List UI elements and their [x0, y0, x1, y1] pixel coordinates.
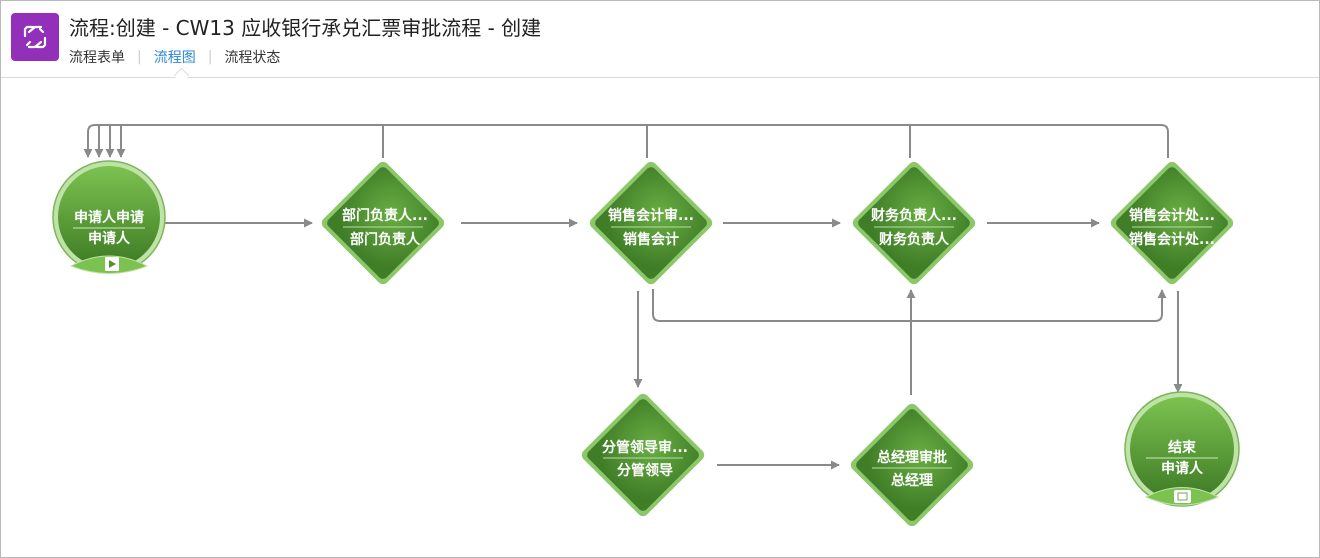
node-dept-head[interactable]: 部门负责人... 部门负责人 — [319, 159, 446, 286]
node-dept-head-title: 部门负责人... — [342, 207, 428, 224]
end-node[interactable]: 结束 申请人 — [1124, 391, 1240, 507]
page-title: 流程:创建 - CW13 应收银行承兑汇票审批流程 - 创建 — [69, 16, 542, 40]
node-finance-head-title: 财务负责人... — [870, 207, 957, 224]
node-branch-leader[interactable]: 分管领导审... 分管领导 — [579, 391, 706, 518]
tab-flow-chart[interactable]: 流程图 — [153, 50, 196, 66]
play-icon — [105, 257, 119, 271]
start-node-role: 申请人 — [88, 230, 131, 247]
tab-separator: | — [137, 49, 142, 65]
node-finance-head[interactable]: 财务负责人... 财务负责人 — [850, 159, 977, 286]
end-node-role: 申请人 — [1161, 460, 1204, 477]
node-sales-acct-process[interactable]: 销售会计处... 销售会计处... — [1108, 159, 1235, 286]
tab-flow-form[interactable]: 流程表单 — [69, 50, 125, 66]
node-sales-acct-process-title: 销售会计处... — [1129, 207, 1215, 224]
node-sales-acct-process-role: 销售会计处... — [1129, 231, 1215, 248]
node-gm-approval-role: 总经理 — [891, 472, 933, 489]
node-gm-approval-title: 总经理审批 — [877, 449, 947, 466]
tab-separator: | — [207, 49, 213, 65]
node-gm-approval[interactable]: 总经理审批 总经理 — [848, 401, 975, 528]
node-branch-leader-role: 分管领导 — [617, 462, 673, 479]
node-branch-leader-title: 分管领导审... — [602, 439, 688, 456]
tab-flow-status[interactable]: 流程状态 — [224, 50, 281, 66]
tab-bar: 流程表单 | 流程图 | 流程状态 — [69, 47, 280, 67]
edge-return-bus — [83, 124, 1169, 158]
node-dept-head-role: 部门负责人 — [350, 231, 421, 248]
start-node[interactable]: 申请人申请 申请人 — [52, 160, 166, 274]
node-sales-acct-review[interactable]: 销售会计审... 销售会计 — [587, 159, 714, 286]
start-node-title: 申请人申请 — [74, 209, 144, 226]
node-sales-acct-review-title: 销售会计审... — [608, 207, 694, 224]
stop-icon — [1174, 490, 1191, 503]
header-bar: 流程:创建 - CW13 应收银行承兑汇票审批流程 - 创建 流程表单 | 流程… — [1, 1, 1319, 84]
end-node-title: 结束 — [1168, 439, 1197, 456]
node-finance-head-role: 财务负责人 — [878, 231, 950, 248]
edge-sales-review-to-sales-process — [652, 289, 1167, 322]
workflow-icon — [11, 13, 59, 61]
node-sales-acct-review-role: 销售会计 — [623, 231, 679, 248]
